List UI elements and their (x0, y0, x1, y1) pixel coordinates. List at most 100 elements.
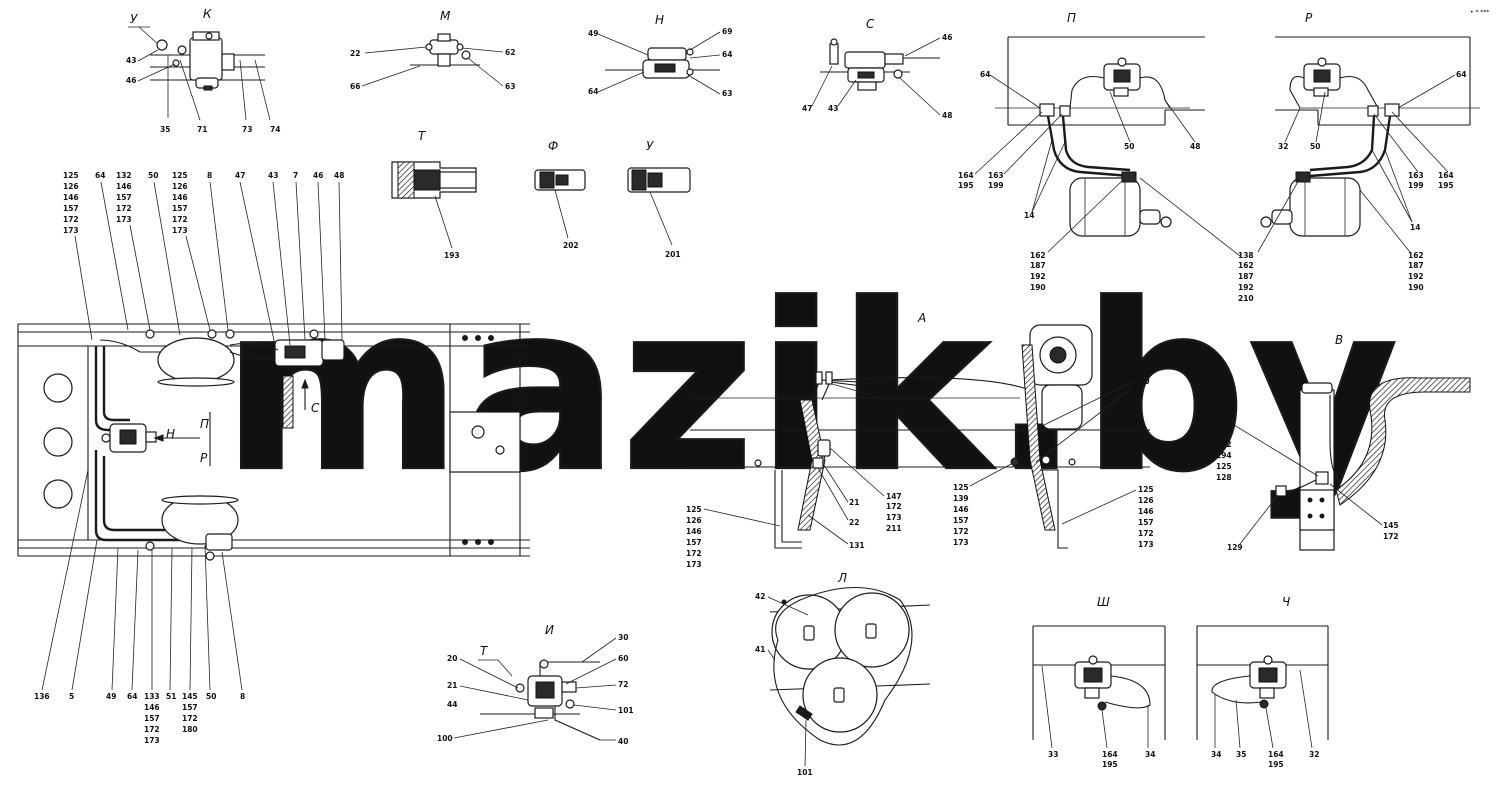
arrow-label-r: Р (200, 451, 208, 465)
callout-fr-126a: 126 (63, 182, 79, 191)
callout-v-172: 172 (1216, 440, 1232, 449)
callout-p-138: 138 (1238, 251, 1254, 260)
callout-c-48: 48 (942, 111, 952, 120)
callout-v-194: 194 (1216, 451, 1232, 460)
callout-fr-157b: 157 (116, 193, 132, 202)
fitting-t: Т 193 (391, 129, 477, 260)
callout-a-125c: 125 (1138, 485, 1154, 494)
view-label-a: А (917, 311, 926, 325)
callout-fr-146c: 146 (172, 193, 188, 202)
view-label-t: Т (418, 129, 427, 143)
callout-k-46: 46 (126, 76, 136, 85)
view-label-u-small: У (130, 12, 138, 26)
callout-i-101: 101 (618, 706, 634, 715)
callout-fr-51: 51 (166, 692, 176, 701)
view-label-f: Ф (548, 139, 558, 153)
callout-k-74: 74 (270, 125, 280, 134)
callout-a-173b: 173 (953, 538, 969, 547)
callout-a-146b: 146 (953, 505, 969, 514)
callout-m-66: 66 (350, 82, 360, 91)
view-label-i: И (545, 623, 554, 637)
callout-ch-34: 34 (1211, 750, 1221, 759)
callout-n-63: 63 (722, 89, 732, 98)
arrow-label-t: Т (480, 644, 489, 658)
callout-fr-172a: 172 (63, 215, 79, 224)
callout-fr-172c: 172 (172, 215, 188, 224)
callout-r-50: 50 (1310, 142, 1320, 151)
callout-u-201: 201 (665, 250, 681, 259)
callout-i-72: 72 (618, 680, 628, 689)
callout-r-190: 190 (1408, 283, 1424, 292)
callout-n-69: 69 (722, 27, 732, 36)
callout-fr-47: 47 (235, 171, 245, 180)
callout-fr-157d: 157 (144, 714, 160, 723)
callout-r-162: 162 (1408, 251, 1424, 260)
callout-p-162b: 162 (1238, 261, 1254, 270)
callout-fr-145: 145 (182, 692, 198, 701)
view-k: К У 43 46 35 71 73 74 (126, 7, 280, 134)
callout-fr-136: 136 (34, 692, 50, 701)
view-label-v: В (1335, 333, 1343, 347)
callout-c-47: 47 (802, 104, 812, 113)
callout-p-192a: 192 (1030, 272, 1046, 281)
callout-v-145b: 145 (1383, 521, 1399, 530)
arrow-label-p: П (200, 417, 209, 431)
view-i: И Т 20 21 44 100 30 60 72 101 40 (437, 623, 634, 746)
callout-a-185: 185 (870, 399, 886, 408)
callout-group-138: 138 162 187 192 210 (1238, 177, 1301, 303)
callout-a-211: 211 (886, 524, 902, 533)
view-label-sh: Ш (1097, 595, 1110, 609)
view-label-k: К (203, 7, 212, 21)
callout-fr-7: 7 (293, 171, 298, 180)
callout-p-64: 64 (980, 70, 990, 79)
view-label-r: Р (1305, 11, 1313, 25)
callout-a-173a: 173 (686, 560, 702, 569)
callout-a-22: 22 (849, 518, 859, 527)
callout-fr-48: 48 (334, 171, 344, 180)
callout-i-44: 44 (447, 700, 457, 709)
view-label-m: М (440, 9, 451, 23)
view-label-n: Н (655, 13, 664, 27)
callout-a-172b: 172 (953, 527, 969, 536)
callout-m-62: 62 (505, 48, 515, 57)
callout-ch-35: 35 (1236, 750, 1246, 759)
callout-a-157c: 157 (1138, 518, 1154, 527)
callout-p-14: 14 (1024, 211, 1034, 220)
callout-sh-33: 33 (1048, 750, 1058, 759)
callout-fr-157c: 157 (172, 204, 188, 213)
callout-fr-46: 46 (313, 171, 323, 180)
callout-a-21: 21 (849, 498, 859, 507)
callout-fr-5: 5 (69, 692, 74, 701)
callout-a-157b: 157 (953, 516, 969, 525)
callout-fr-125c: 125 (172, 171, 188, 180)
callout-n-49: 49 (588, 29, 598, 38)
callout-m-63: 63 (505, 82, 515, 91)
callout-fr-64b: 64 (127, 692, 137, 701)
callout-v-157: 157 (1216, 429, 1232, 438)
callout-fr-50b: 50 (206, 692, 216, 701)
callout-r-192: 192 (1408, 272, 1424, 281)
corner-mark: • * *** (1470, 9, 1489, 16)
view-r: Р 32 50 64 163 199 164 195 14 (1260, 11, 1480, 292)
callout-p-210: 210 (1238, 294, 1254, 303)
callout-r-187: 187 (1408, 261, 1424, 270)
callout-fr-172e: 172 (182, 714, 198, 723)
callout-r-14: 14 (1410, 223, 1420, 232)
callout-ch-195: 195 (1268, 760, 1284, 769)
callout-v-125: 125 (1216, 462, 1232, 471)
callout-fr-157e: 157 (182, 703, 198, 712)
callout-p-48: 48 (1190, 142, 1200, 151)
callout-r-32: 32 (1278, 142, 1288, 151)
callout-a-173: 173 (886, 513, 902, 522)
callout-a-126c: 126 (1138, 496, 1154, 505)
view-label-ch: Ч (1282, 595, 1290, 609)
view-a: А 161 185 147 172 173 211 (686, 311, 1154, 569)
fitting-f: Ф 202 (534, 139, 586, 250)
callout-a-147: 147 (886, 492, 902, 501)
callout-p-187b: 187 (1238, 272, 1254, 281)
callout-c-43: 43 (828, 104, 838, 113)
callout-a-172a: 172 (686, 549, 702, 558)
callout-fr-146a: 146 (63, 193, 79, 202)
callout-p-187a: 187 (1030, 261, 1046, 270)
